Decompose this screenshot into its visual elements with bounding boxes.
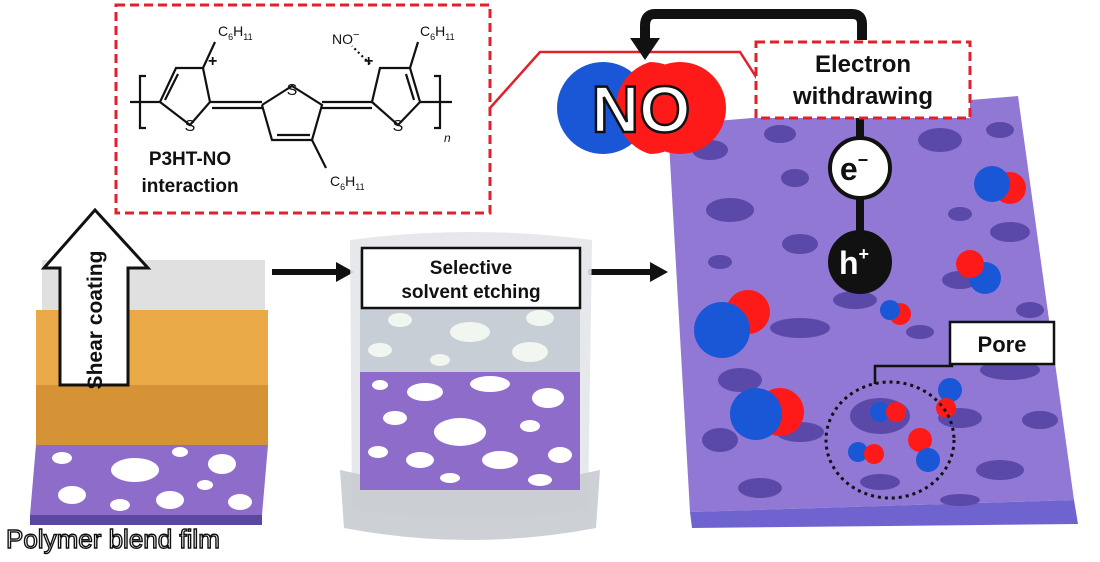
electron-withdrawing-line2: withdrawing (792, 83, 933, 110)
etching-label-line1: Selective (430, 258, 512, 279)
svg-text:C6H11: C6H11 (330, 173, 365, 192)
electron-withdrawing-group: Electron withdrawing e− h+ (630, 9, 972, 294)
sulfur-label-2: S (287, 82, 298, 99)
pore-label-box (948, 320, 1056, 366)
no-molecules (694, 166, 1026, 472)
interaction-label-line1: P3HT-NO (149, 149, 231, 170)
svg-text:C6H11: C6H11 (218, 23, 253, 42)
etching-label-line2: solvent etching (401, 282, 540, 303)
polymer-blend-film-label: Polymer blend film (6, 524, 220, 554)
film1-phase-domains (52, 447, 252, 511)
polymer-film-1: Shear coating (30, 207, 268, 525)
pores (692, 122, 1058, 506)
sulfur-label-3: S (393, 118, 404, 135)
electron-withdrawing-line1: Electron (815, 51, 911, 78)
plus-charge-1: + (208, 53, 217, 70)
p3ht-structure (130, 41, 452, 169)
process-arrow-2 (588, 262, 668, 282)
no-molecule-large: NO (557, 62, 726, 154)
porous-film: Pore (668, 96, 1078, 528)
plus-charge-2: + (364, 53, 373, 70)
etching-label-box (360, 246, 582, 310)
substituent-1: C6H11 (218, 23, 253, 42)
electron-withdrawing-box (754, 40, 972, 120)
no-large-label: NO (592, 72, 691, 146)
pore-highlight (824, 380, 956, 500)
film2-pores (368, 376, 572, 486)
hole-symbol: h+ (839, 244, 869, 281)
svg-text:C6H11: C6H11 (420, 23, 455, 42)
chemistry-box: S S S + + n C6H11 C6H11 C6H11 NO− P3HT-N… (114, 3, 492, 215)
pore-label: Pore (978, 332, 1027, 357)
sulfur-label-1: S (185, 118, 196, 135)
shear-coating-arrow (40, 207, 152, 387)
substituent-2: C6H11 (420, 23, 455, 42)
repeat-n: n (444, 131, 451, 145)
process-arrow-1 (272, 262, 354, 282)
substituent-3: C6H11 (330, 173, 365, 192)
polymer-film-2: Selective solvent etching (340, 232, 600, 540)
interaction-label-line2: interaction (141, 176, 238, 197)
chemistry-box-border (114, 3, 492, 215)
withdraw-arrow-head (630, 38, 660, 60)
shear-coating-label: Shear coating (84, 251, 107, 390)
nitroso-label: NO− (332, 29, 359, 47)
hole-circle (828, 230, 892, 294)
electron-symbol: e− (840, 150, 868, 187)
withdraw-arrow (640, 9, 867, 40)
electron-circle (828, 136, 892, 200)
